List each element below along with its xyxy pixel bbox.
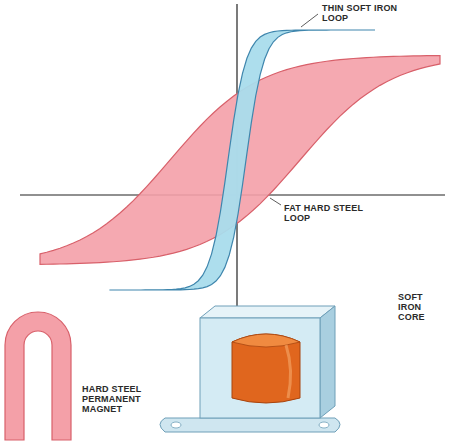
transformer-core [160, 306, 340, 432]
leader-line [301, 14, 318, 27]
loop-label: THIN SOFT IRON LOOP [322, 3, 404, 23]
soft-iron-loop [110, 30, 375, 290]
loop-label: FAT HARD STEEL LOOP [284, 203, 366, 223]
part-label: HARD STEEL PERMANENT MAGNET [82, 384, 150, 414]
leader-line [270, 198, 281, 205]
part-label: SOFT IRON CORE [398, 292, 442, 322]
horseshoe-magnet [5, 312, 71, 440]
